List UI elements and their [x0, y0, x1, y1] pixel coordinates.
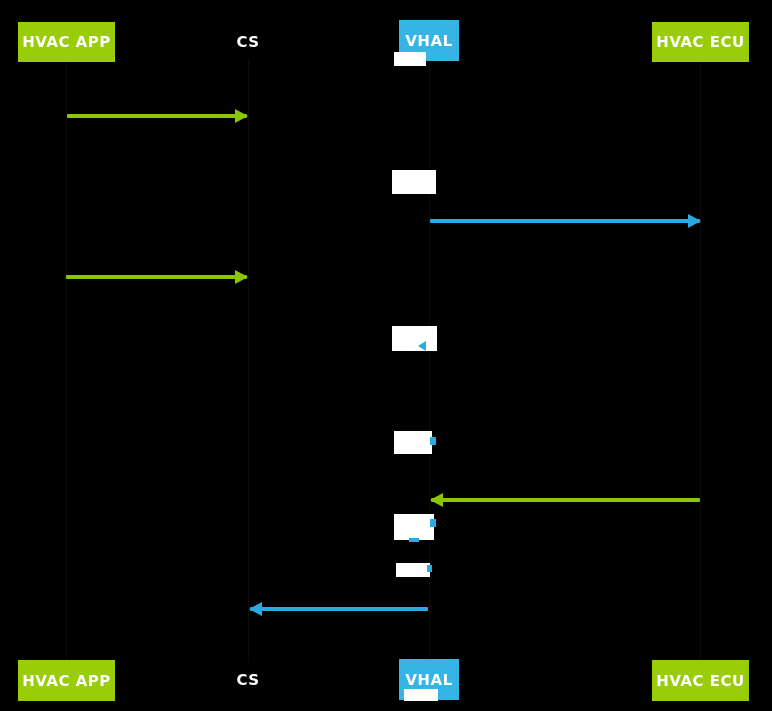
participant-label: CS: [236, 33, 260, 51]
self-message-tick-icon-5: [409, 538, 419, 542]
lifeline-hvac-app: [66, 62, 67, 660]
participant-hvac-ecu-bottom[interactable]: HVAC ECU: [652, 660, 749, 701]
self-message-tick-icon-3: [430, 519, 436, 527]
arrow-head-right-icon: [688, 214, 701, 228]
arrow-shaft: [430, 219, 700, 223]
participant-label: VHAL: [405, 31, 453, 50]
arrow-head-right-icon: [235, 109, 248, 123]
arrow-head-left-icon: [249, 602, 262, 616]
participant-hvac-app-top[interactable]: HVAC APP: [18, 22, 115, 62]
lifeline-cs: [248, 60, 249, 662]
arrow-head-left-icon: [430, 493, 443, 507]
participant-label: HVAC ECU: [656, 671, 745, 690]
lifeline-hvac-ecu: [700, 62, 701, 660]
message-label-plate-vhal-bottom: [404, 689, 438, 701]
participant-label: VHAL: [405, 670, 453, 689]
lifeline-vhal: [429, 61, 430, 659]
arrow-shaft: [431, 498, 700, 502]
participant-label: HVAC APP: [22, 33, 111, 51]
message-label-plate-5: [394, 514, 434, 540]
self-message-arrowhead-icon-1: [418, 341, 426, 351]
arrow-head-right-icon: [235, 270, 248, 284]
self-message-tick-icon-2: [430, 437, 436, 445]
arrow-shaft: [66, 275, 247, 279]
participant-label: HVAC APP: [22, 671, 111, 690]
participant-hvac-app-bottom[interactable]: HVAC APP: [18, 660, 115, 701]
participant-label: HVAC ECU: [656, 33, 745, 51]
message-label-plate-2: [392, 170, 436, 194]
arrow-shaft: [250, 607, 428, 611]
participant-cs-top[interactable]: CS: [218, 24, 278, 60]
message-label-plate-1: [394, 52, 426, 66]
participant-cs-bottom[interactable]: CS: [218, 662, 278, 698]
message-label-plate-6: [396, 563, 430, 577]
arrow-shaft: [67, 114, 247, 118]
participant-hvac-ecu-top[interactable]: HVAC ECU: [652, 22, 749, 62]
participant-label: CS: [236, 671, 260, 689]
message-label-plate-3: [392, 326, 437, 351]
self-message-tick-icon-4: [427, 565, 432, 572]
message-label-plate-4: [394, 431, 432, 454]
